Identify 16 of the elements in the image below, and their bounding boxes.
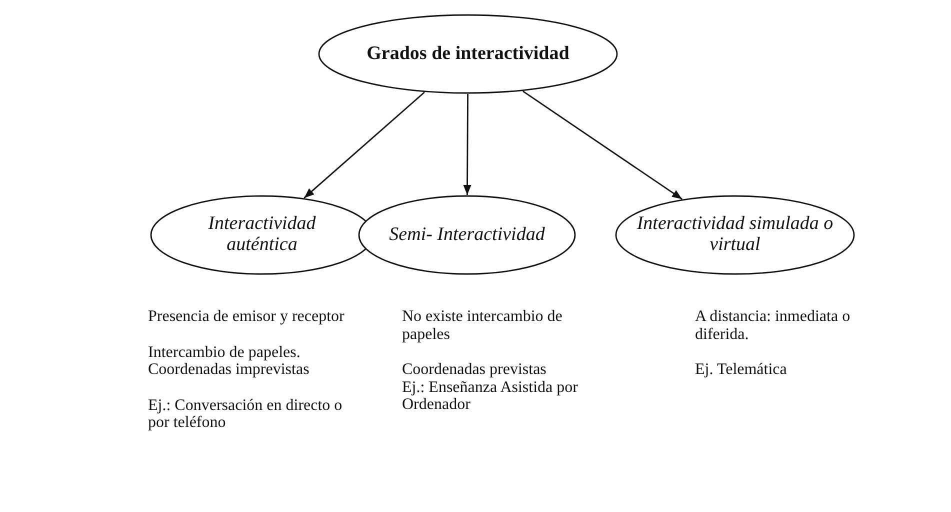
arrow <box>463 94 472 195</box>
description-text: Ej.: Enseñanza Asistida por Ordenador <box>402 378 579 414</box>
arrow <box>304 92 425 198</box>
description-text: No existe intercambio de papeles <box>402 308 564 344</box>
description-text: Coordenadas previstas <box>402 361 548 379</box>
description-text: Ej.: Conversación en directo o por teléfono <box>148 396 344 432</box>
description-text: Coordenadas imprevistas <box>148 361 310 379</box>
arrow <box>522 90 682 200</box>
category-text: Semi- Interactividad <box>388 224 546 246</box>
description-text: Intercambio de papeles. <box>148 344 302 362</box>
category-text: Interactividad simulada o virtual <box>636 214 834 256</box>
description-text: Ej. Telemática <box>695 361 788 379</box>
title-text: Grados de interactividad <box>366 44 570 64</box>
description-text: A distancia: inmediata o diferida. <box>695 308 852 344</box>
description-text: Presencia de emisor y receptor <box>148 308 346 326</box>
category-text: Interactividad auténtica <box>207 214 317 256</box>
